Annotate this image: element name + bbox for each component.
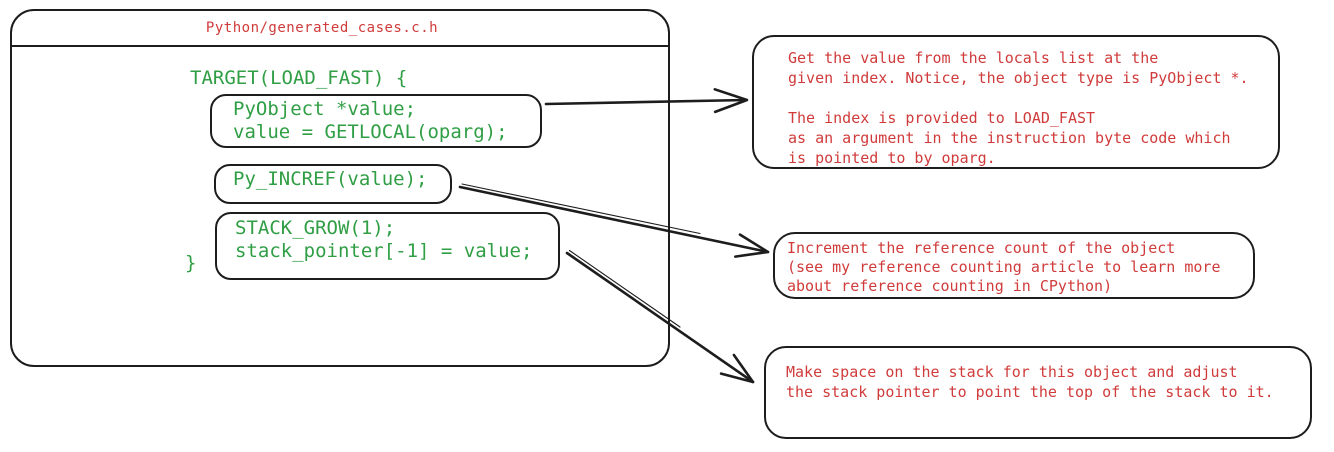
annotation-incref-text: Increment the reference count of the obj…: [787, 239, 1221, 295]
code-block-incref: Py_INCREF(value);: [214, 164, 452, 204]
annotation-stack: Make space on the stack for this object …: [764, 346, 1312, 439]
annotation-stack-text: Make space on the stack for this object …: [786, 363, 1274, 401]
annotation-getlocal: Get the value from the locals list at th…: [752, 35, 1280, 169]
code-line-target-open: TARGET(LOAD_FAST) {: [190, 67, 408, 89]
window-title: Python/generated_cases.c.h: [205, 20, 439, 36]
annotation-incref: Increment the reference count of the obj…: [773, 232, 1255, 299]
code-block-getlocal: PyObject *value; value = GETLOCAL(oparg)…: [210, 94, 542, 148]
code-block-incref-text: Py_INCREF(value);: [233, 168, 428, 190]
code-block-stack-grow-text: STACK_GROW(1); stack_pointer[-1] = value…: [235, 217, 533, 262]
annotation-getlocal-text: Get the value from the locals list at th…: [788, 49, 1249, 167]
code-window: Python/generated_cases.c.h TARGET(LOAD_F…: [10, 9, 670, 367]
code-block-getlocal-text: PyObject *value; value = GETLOCAL(oparg)…: [233, 98, 508, 143]
code-line-close-brace: }: [185, 252, 197, 274]
code-block-stack-grow: STACK_GROW(1); stack_pointer[-1] = value…: [215, 212, 560, 280]
window-title-bar: Python/generated_cases.c.h: [12, 11, 668, 47]
